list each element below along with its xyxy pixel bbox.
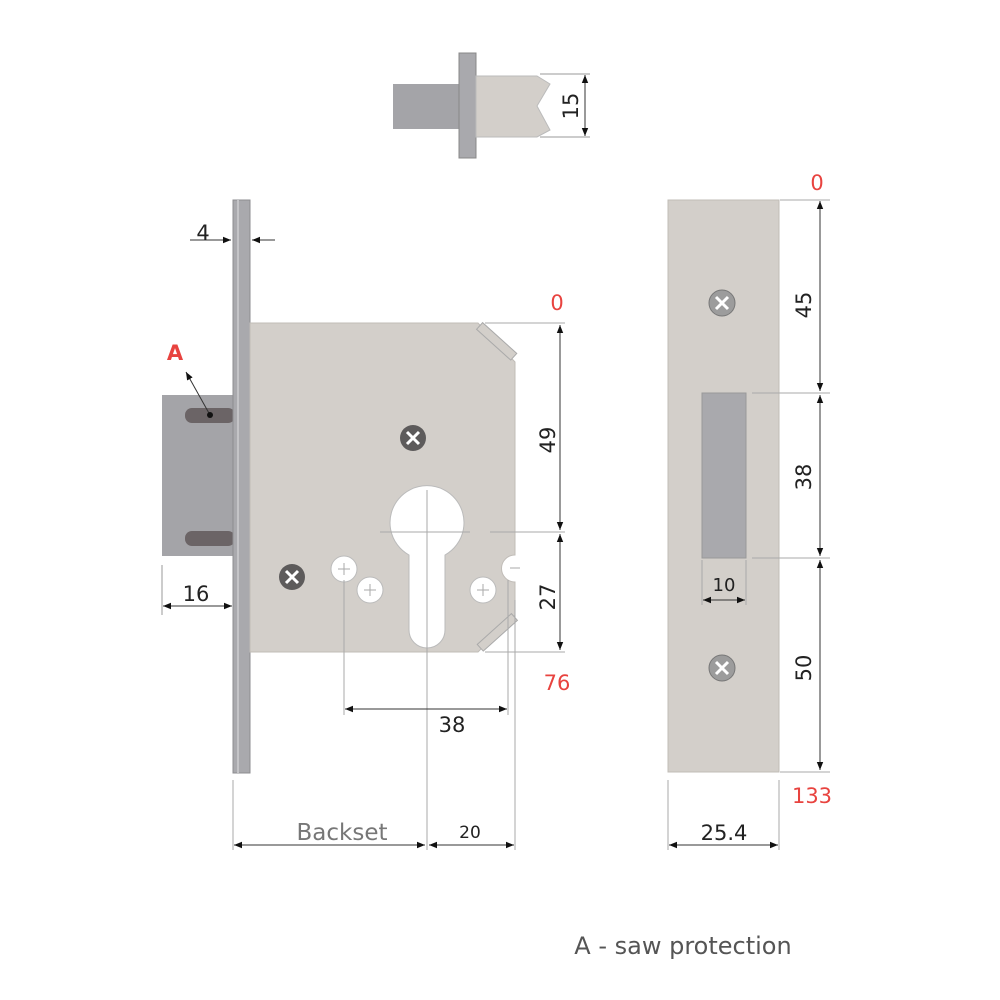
saw-protection-marker: A [167,341,184,365]
dim-38-label: 38 [792,464,816,491]
strike-width-label: 25.4 [701,821,748,845]
top-body [475,75,551,138]
dim-45-label: 45 [792,292,816,319]
screw-icon [279,564,305,590]
body-top-ref: 0 [550,291,563,315]
strike-bottom-ref: 133 [792,784,832,808]
top-height-label: 15 [559,93,583,120]
dim-20-label: 20 [459,823,481,843]
faceplate [232,199,251,774]
top-tongue [393,84,461,129]
screw-icon [708,289,736,317]
lock-case [249,322,516,653]
dim-49-label: 49 [536,427,560,454]
body-bottom-ref: 76 [544,671,571,695]
legend-text: A - saw protection [574,932,791,960]
dim-27-label: 27 [536,584,560,611]
dim-50-label: 50 [792,655,816,682]
bolt-throw-label: 16 [183,582,210,606]
screw-icon [400,425,426,451]
slot-width-label: 10 [713,575,736,596]
hole-spacing-label: 38 [439,713,466,737]
top-view: 15 [393,52,590,159]
faceplate-thickness-label: 4 [196,221,209,245]
top-faceplate [458,52,477,159]
strike-plate-view: 0 45 38 50 10 133 25.4 [667,171,832,850]
lock-body-view: 4 A 16 0 49 27 76 38 Backset 20 [161,199,571,850]
saw-protection-pin [185,531,235,546]
screw-icon [708,654,736,682]
strike-slot [701,392,747,559]
strike-top-ref: 0 [810,171,823,195]
backset-label: Backset [297,820,388,846]
